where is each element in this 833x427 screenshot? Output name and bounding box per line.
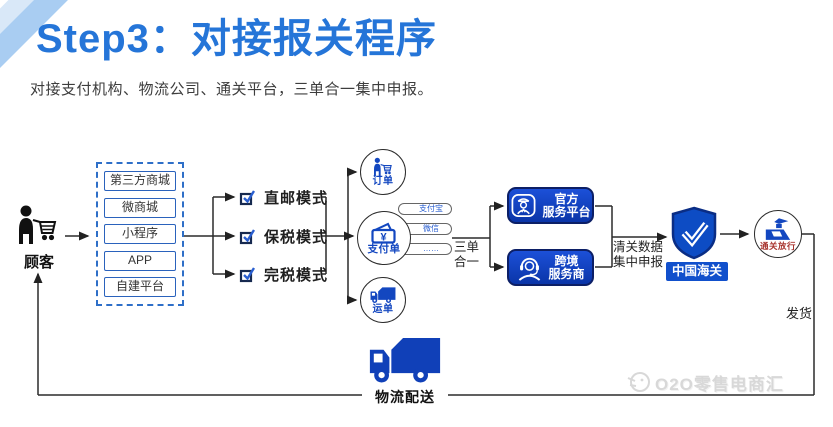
checkbox-check-icon	[239, 189, 256, 205]
logistics-truck	[366, 334, 444, 390]
channel-item: 第三方商城	[104, 171, 176, 191]
channel-item: APP	[104, 250, 176, 271]
ship-label: 发货	[786, 306, 813, 321]
headset-agent-icon	[519, 257, 541, 281]
officer-badge-icon	[512, 194, 536, 217]
logistics-truck-icon	[369, 338, 441, 383]
order-cart-icon	[373, 157, 392, 176]
channel-item: 自建平台	[104, 277, 176, 297]
checkbox-check-icon	[239, 228, 256, 244]
official-platform-label: 官方 服务平台	[542, 191, 591, 219]
china-customs-node	[671, 206, 717, 265]
order-label: 订单	[372, 176, 394, 187]
page-title: Step3：对接报关程序	[36, 17, 437, 61]
watermark: O2O零售电商汇	[626, 369, 784, 395]
customer-label: 顾客	[23, 254, 54, 271]
waybill-node: 运单	[360, 277, 406, 323]
clearance-release-node: 通关放行	[754, 210, 802, 258]
channels-group: 第三方商城 微商城 小程序 APP 自建平台	[96, 162, 184, 306]
page-subtitle: 对接支付机构、物流公司、通关平台，三单合一集中申报。	[30, 81, 434, 98]
mode-direct-mail: 直邮模式	[239, 188, 329, 207]
clearance-data-note: 清关数据 集中申报	[613, 240, 664, 269]
clearance-officer-icon	[765, 217, 791, 240]
checkbox-check-icon	[239, 266, 256, 282]
mode-label: 完税模式	[264, 266, 329, 284]
order-node: 订单	[360, 149, 406, 195]
waybill-truck-icon	[370, 286, 396, 303]
channel-item: 小程序	[104, 224, 176, 244]
crossborder-provider-label: 跨境 服务商	[548, 253, 585, 281]
crossborder-provider-box: 跨境 服务商	[507, 249, 594, 286]
mode-bonded: 保税模式	[239, 227, 329, 246]
customs-shield-icon	[671, 206, 717, 260]
channel-item: 微商城	[104, 197, 176, 218]
watermark-text: O2O零售电商汇	[655, 374, 784, 394]
clearance-release-label: 通关放行	[759, 240, 796, 251]
payment-node: ¥ 支付单	[357, 211, 411, 265]
payment-wallet-icon: ¥	[371, 222, 396, 244]
customer-cart-icon	[19, 205, 57, 244]
customer-node: 顾客	[14, 204, 64, 272]
watermark-logo-icon	[627, 372, 650, 392]
payment-method-pill: 微信	[398, 223, 452, 235]
waybill-label: 运单	[372, 303, 394, 315]
mode-label: 保税模式	[264, 228, 329, 246]
mode-label: 直邮模式	[264, 189, 329, 207]
official-platform-box: 官方 服务平台	[507, 187, 594, 224]
logistics-label: 物流配送	[362, 387, 448, 407]
svg-text:¥: ¥	[380, 231, 387, 243]
mode-tax-paid: 完税模式	[239, 265, 329, 284]
payment-label: 支付单	[367, 242, 401, 255]
three-in-one-note: 三单 合一	[454, 240, 480, 269]
china-customs-label: 中国海关	[666, 262, 728, 281]
payment-method-pill: 支付宝	[398, 203, 452, 215]
